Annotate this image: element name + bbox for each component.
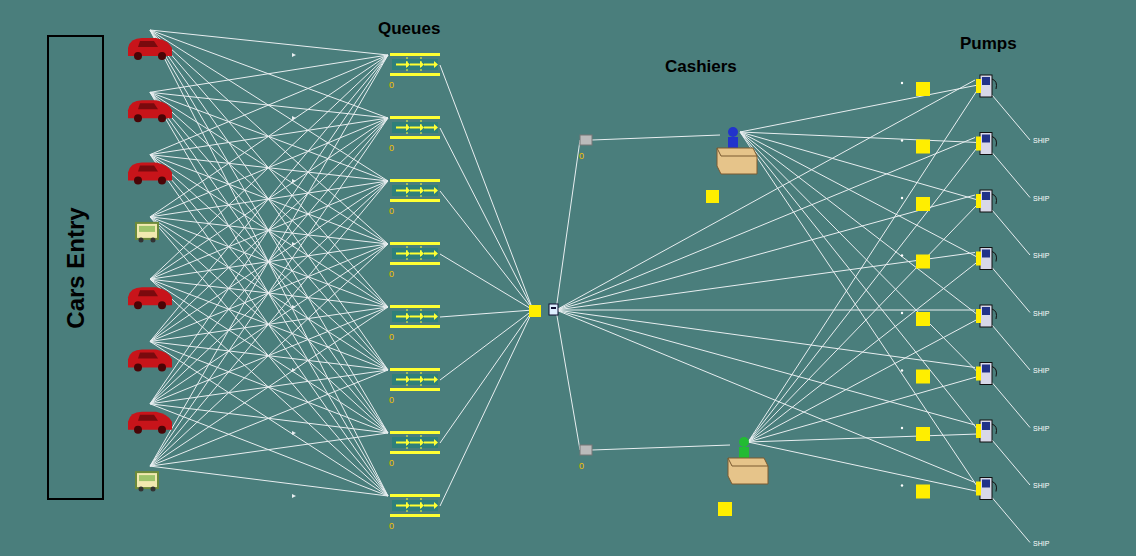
entry-label: Cars Entry — [62, 207, 90, 328]
queue-count: 0 — [389, 81, 394, 90]
section-title: Queues — [378, 20, 440, 37]
ship-exit: SHIP — [1033, 252, 1049, 259]
ship-exit: SHIP — [1033, 310, 1049, 317]
queue-count: 0 — [389, 333, 394, 342]
section-title: Cashiers — [665, 58, 737, 75]
section-title: Pumps — [960, 35, 1017, 52]
ship-exit: SHIP — [1033, 195, 1049, 202]
entry-box: Cars Entry — [47, 35, 104, 500]
ship-exit: SHIP — [1033, 137, 1049, 144]
queue-count: 0 — [389, 207, 394, 216]
queue-count: 0 — [389, 459, 394, 468]
ship-exit: SHIP — [1033, 425, 1049, 432]
ship-exit: SHIP — [1033, 367, 1049, 374]
queue-count: 0 — [389, 270, 394, 279]
queue-count: 0 — [389, 396, 394, 405]
queue-count: 0 — [389, 144, 394, 153]
queue-count: 0 — [579, 152, 584, 161]
queue-count: 0 — [389, 522, 394, 531]
ship-exit: SHIP — [1033, 540, 1049, 547]
ship-exit: SHIP — [1033, 482, 1049, 489]
queue-count: 0 — [579, 462, 584, 471]
